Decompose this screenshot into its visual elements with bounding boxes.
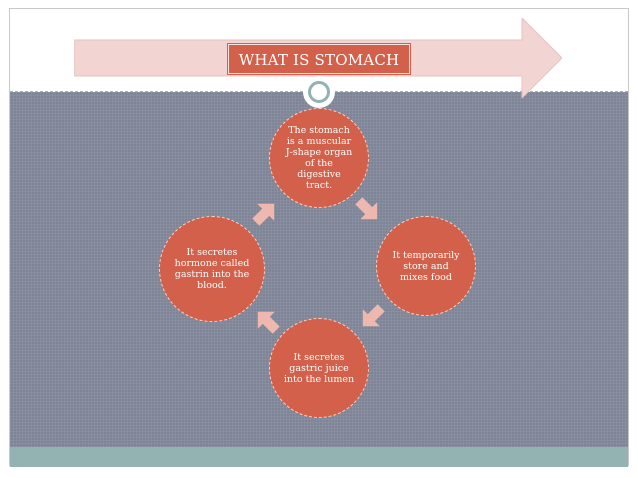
- cycle-node-store: It temporarily store and mixes food: [376, 216, 476, 316]
- footer-band: [10, 447, 628, 467]
- cycle-node-gastrin: It secretes hormone called gastrin into …: [159, 216, 265, 322]
- flow-arrow-1-icon: [355, 197, 378, 220]
- flow-arrow-3-icon: [257, 311, 280, 334]
- node-text-gastrin: It secretes hormone called gastrin into …: [174, 247, 250, 291]
- connector-ring-icon: [303, 76, 335, 108]
- flow-arrow-2-icon: [362, 304, 385, 327]
- cycle-node-stomach: The stomach is a muscular J-shape organ …: [269, 108, 369, 208]
- cycle-node-gastric-juice: It secretes gastric juice into the lumen: [269, 318, 369, 418]
- page-title: WHAT IS STOMACH: [228, 44, 410, 74]
- node-text-store: It temporarily store and mixes food: [392, 249, 460, 283]
- node-text-stomach: The stomach is a muscular J-shape organ …: [285, 125, 353, 191]
- node-text-gastric-juice: It secretes gastric juice into the lumen: [283, 351, 355, 385]
- flow-arrow-4-icon: [252, 203, 275, 226]
